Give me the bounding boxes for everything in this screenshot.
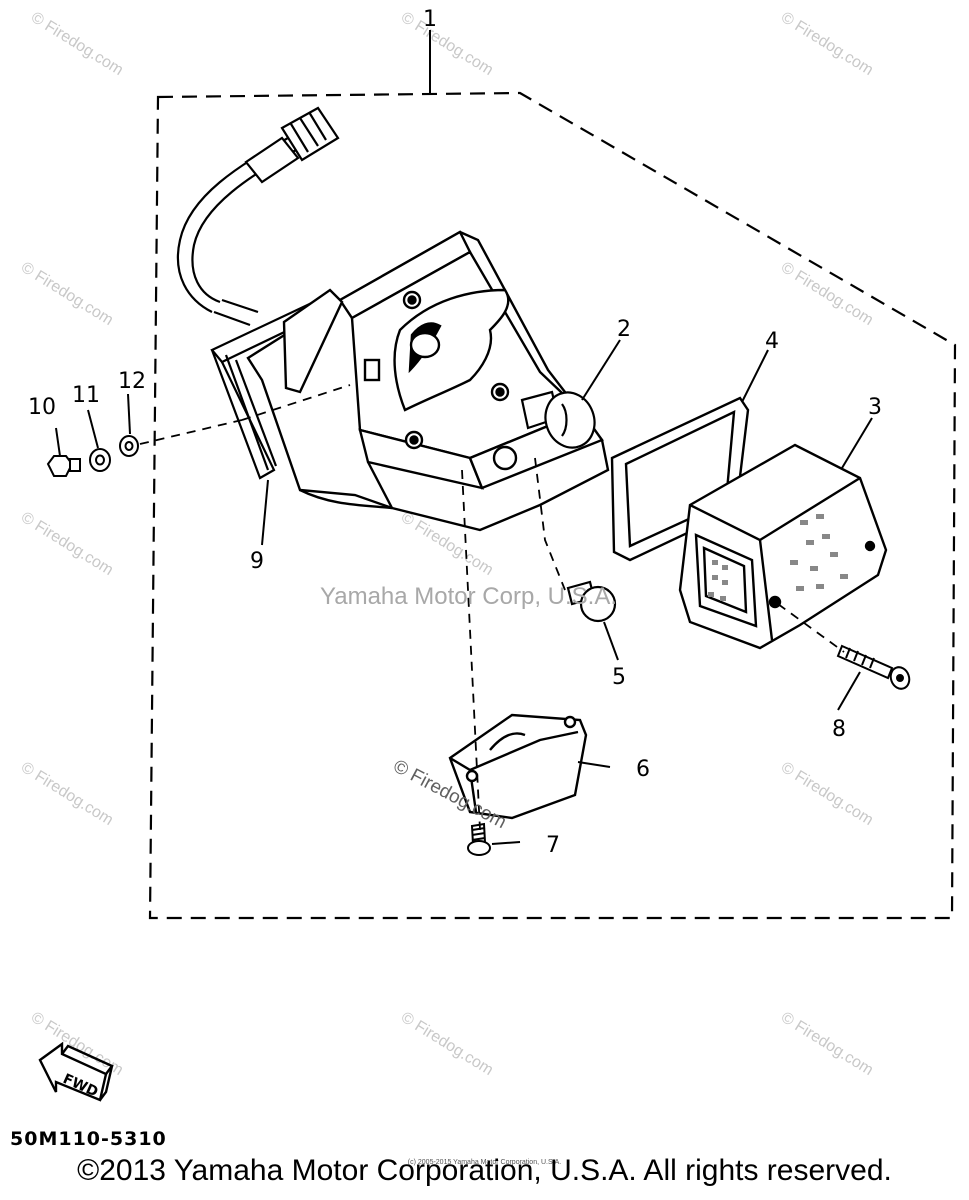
callout-2: 2 xyxy=(617,317,631,342)
callout-10: 10 xyxy=(28,395,56,420)
watermark-tile: © Firedog.com xyxy=(778,259,876,329)
screw-8 xyxy=(836,644,911,690)
license-lens-6 xyxy=(448,713,588,820)
callout-7: 7 xyxy=(546,833,560,858)
watermark-tile: © Firedog.com xyxy=(778,759,876,829)
callout-1: 1 xyxy=(423,7,437,32)
copyright-notice: ©2013 Yamaha Motor Corporation, U.S.A. A… xyxy=(77,1154,892,1187)
callout-8: 8 xyxy=(832,717,846,742)
washer-11 xyxy=(89,448,111,472)
watermark-tile: © Firedog.com xyxy=(778,9,876,79)
screw-7 xyxy=(467,822,491,856)
tail-lens-3 xyxy=(678,443,888,650)
callout-9: 9 xyxy=(250,549,264,574)
callout-6: 6 xyxy=(636,757,650,782)
taillight-housing xyxy=(246,230,610,532)
tiny-copyright: (c) 2005-2015 Yamaha Motor Corporation, … xyxy=(407,1159,562,1166)
watermark-tile: © Firedog.com xyxy=(18,509,116,579)
watermark-tile: © Firedog.com xyxy=(398,9,496,79)
watermark-tile: © Firedog.com xyxy=(18,259,116,329)
tail-bulb-2 xyxy=(520,390,596,449)
callout-12: 12 xyxy=(118,369,146,394)
assembly-outline xyxy=(148,91,957,920)
washer-12 xyxy=(119,435,139,457)
license-bulb-5 xyxy=(566,580,617,623)
alignment-lines xyxy=(139,384,845,831)
watermark-tile: © Firedog.com xyxy=(398,1009,496,1079)
diagram-code: 50M110-5310 xyxy=(10,1128,167,1150)
watermark-tile: © Firedog.com xyxy=(28,9,126,79)
center-watermark: Yamaha Motor Corp, U.S.A. xyxy=(320,583,617,610)
callout-4: 4 xyxy=(765,329,779,354)
callouts: 1 2 3 4 5 6 7 8 9 10 11 12 xyxy=(28,7,882,858)
nut-10 xyxy=(46,455,81,477)
callout-5: 5 xyxy=(612,665,626,690)
fwd-arrow-icon: FWD xyxy=(38,1041,114,1102)
callout-3: 3 xyxy=(868,395,882,420)
watermark-tile: © Firedog.com xyxy=(778,1009,876,1079)
leader-lines xyxy=(55,339,873,845)
callout-11: 11 xyxy=(72,383,100,408)
wire-connector xyxy=(244,106,340,184)
watermark-tile: © Firedog.com xyxy=(18,759,116,829)
